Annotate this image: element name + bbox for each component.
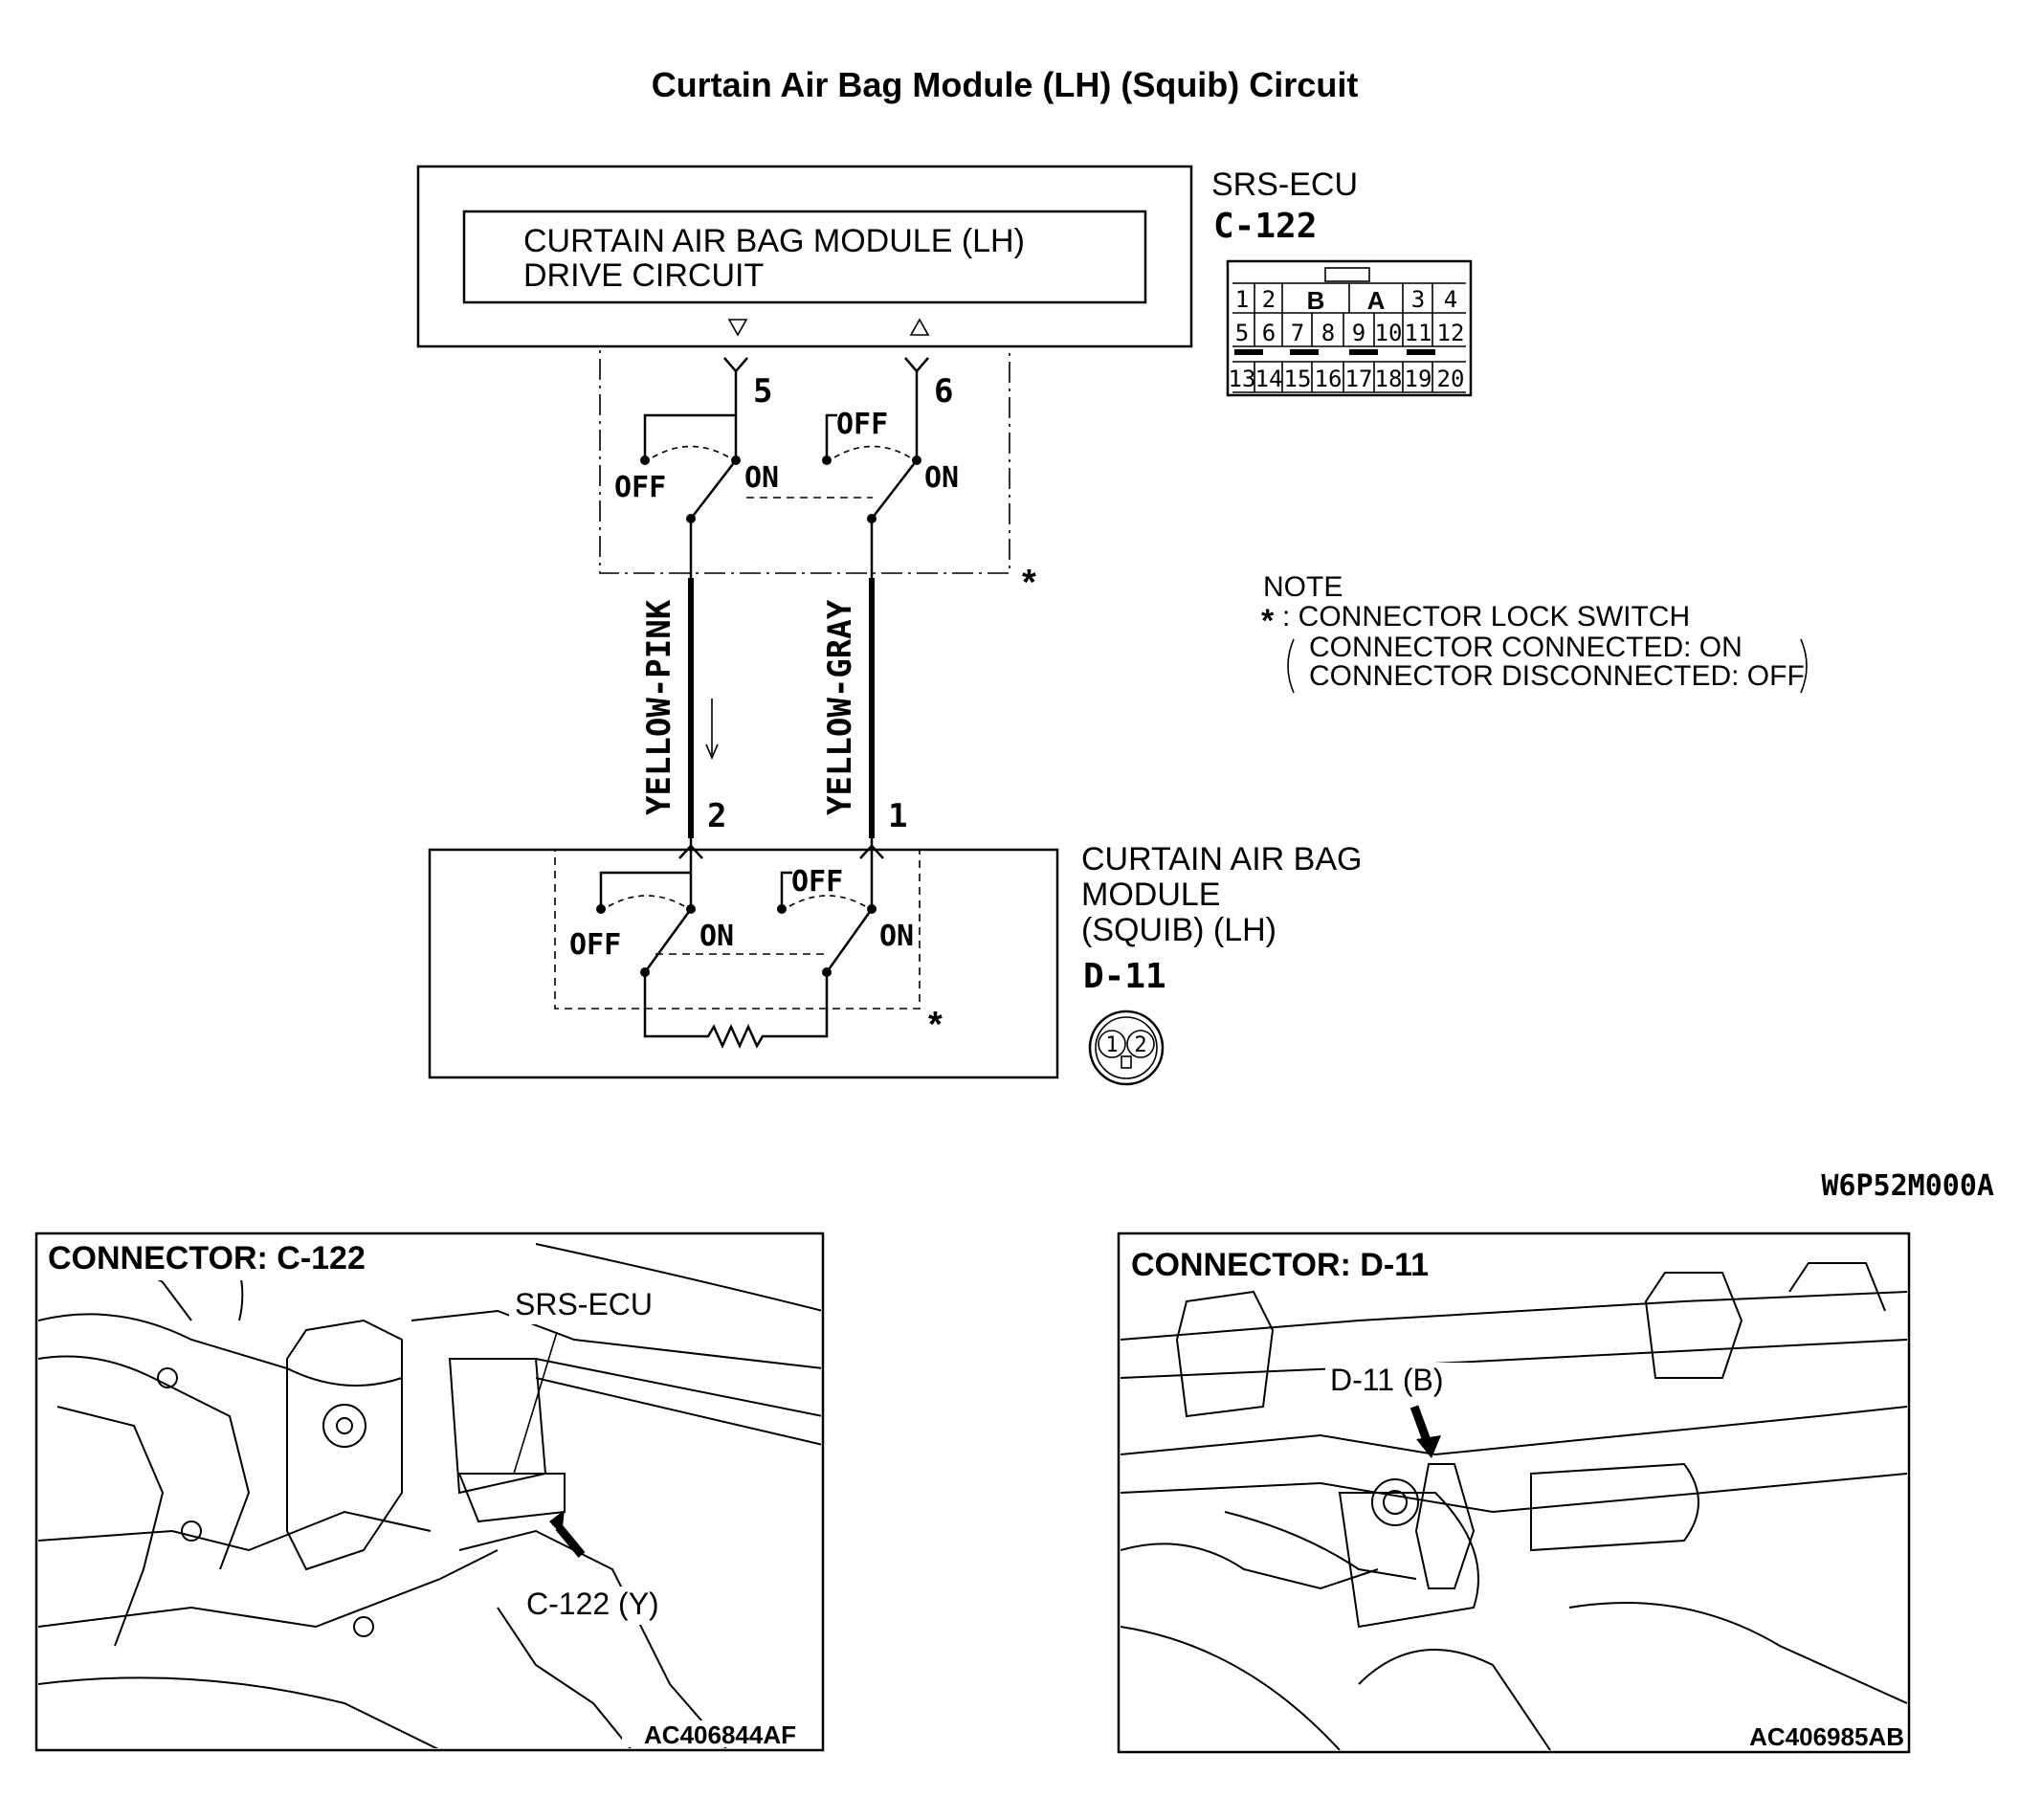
ecu-pin-7: 7	[1291, 320, 1304, 346]
module-switch-arc-left	[608, 895, 685, 907]
switch-bypass-right	[825, 413, 837, 460]
ecu-pin-1: 1	[1235, 286, 1249, 313]
ecu-pin-11: 11	[1405, 320, 1432, 346]
note-asterisk: *	[1261, 603, 1275, 639]
ecu-pin-14: 14	[1255, 366, 1283, 392]
ecu-pin-20: 20	[1437, 366, 1465, 392]
drive-circuit-box	[462, 210, 1147, 304]
module-switch-bypass-left	[599, 871, 691, 907]
pin-5-connector-icon	[723, 357, 748, 373]
ecu-pin-6-label: 6	[934, 372, 953, 411]
module-name-1: CURTAIN AIR BAG	[1081, 841, 1362, 877]
diagram-title: Curtain Air Bag Module (LH) (Squib) Circ…	[652, 65, 1359, 104]
module-switch-right-off: OFF	[791, 865, 843, 899]
ecu-pin-2: 2	[1262, 286, 1276, 313]
module-pin-2: 2	[1134, 1033, 1146, 1057]
module-name-2: MODULE	[1081, 877, 1220, 913]
photo-right-sketch	[1121, 1262, 1907, 1750]
note-bracket-left	[1287, 638, 1295, 694]
photo-left-frame	[34, 1232, 825, 1752]
ecu-pin-4: 4	[1444, 286, 1457, 313]
module-pin-2-label: 2	[707, 797, 726, 835]
ecu-pin-a: A	[1367, 286, 1386, 315]
ecu-pin-15: 15	[1284, 366, 1312, 392]
module-switch-left-on: ON	[699, 920, 734, 953]
module-switch-blade-right	[825, 908, 874, 973]
squib-resistor-icon	[643, 972, 829, 1050]
ecu-pin-9: 9	[1352, 320, 1365, 346]
ecu-pin-16: 16	[1315, 366, 1343, 392]
ecu-pin-18: 18	[1375, 366, 1403, 392]
ecu-switch-right-on: ON	[924, 461, 959, 495]
photo-right-connector-arrow-icon	[1410, 1405, 1432, 1445]
output-triangle-icon	[727, 319, 748, 337]
drive-circuit-label-1: CURTAIN AIR BAG MODULE (LH)	[523, 223, 1025, 259]
module-switch-bypass-right	[780, 871, 792, 909]
module-pin-1-label: 1	[888, 797, 907, 835]
ecu-name: SRS-ECU	[1211, 166, 1358, 203]
wire-label-left: YELLOW-PINK	[640, 599, 678, 815]
module-pin-1: 1	[1105, 1033, 1118, 1057]
ecu-switch-left-off: OFF	[614, 471, 666, 504]
note-line-3: CONNECTOR DISCONNECTED: OFF	[1309, 660, 1805, 692]
note-heading: NOTE	[1263, 571, 1343, 603]
photo-left-ecu-leader	[513, 1331, 558, 1475]
ecu-pin-8: 8	[1321, 320, 1335, 346]
ecu-connector-id: C-122	[1213, 207, 1317, 246]
drive-circuit-label-2: DRIVE CIRCUIT	[523, 257, 764, 294]
ecu-lock-switch-area	[599, 345, 1010, 574]
ecu-pin-13: 13	[1229, 366, 1256, 392]
switch-bypass-left	[643, 413, 736, 460]
module-connector-face	[1088, 1010, 1165, 1086]
note-line-1: : CONNECTOR LOCK SWITCH	[1282, 601, 1690, 633]
switch-blade-right	[871, 459, 918, 520]
ecu-switch-left-on: ON	[744, 461, 779, 495]
module-switch-right-on: ON	[879, 920, 914, 953]
ecu-pin-19: 19	[1405, 366, 1432, 392]
photo-right-frame	[1117, 1232, 1911, 1754]
ecu-pin-17: 17	[1345, 366, 1373, 392]
switch-arc-left	[652, 445, 730, 458]
ecu-connector-face	[1226, 259, 1473, 397]
switch-blade-left	[690, 459, 737, 520]
note-bracket-right	[1800, 638, 1808, 694]
photo-right-code: AC406985AB	[1749, 1722, 1904, 1751]
photo-left-connector-label: C-122 (Y)	[526, 1587, 659, 1621]
module-lock-asterisk: *	[928, 1005, 943, 1045]
module-box	[428, 848, 1059, 1079]
photo-left-sketch	[38, 1243, 821, 1748]
ecu-pin-5: 5	[1235, 320, 1249, 346]
module-connector-id: D-11	[1083, 957, 1166, 996]
input-triangle-icon	[909, 318, 930, 336]
photo-right-connector-label: D-11 (B)	[1330, 1363, 1444, 1397]
ecu-pin-6: 6	[1262, 320, 1276, 346]
module-lock-switch-area	[554, 849, 921, 1010]
ecu-pin-10: 10	[1375, 320, 1403, 346]
ecu-pin-5-label: 5	[753, 372, 772, 411]
wire-label-right: YELLOW-GRAY	[821, 599, 859, 815]
diagram-code: W6P52M000A	[1821, 1169, 1994, 1203]
photo-left-ecu-label: SRS-ECU	[515, 1287, 653, 1321]
ecu-pin-12: 12	[1437, 320, 1465, 346]
pin-6-connector-icon	[904, 357, 929, 373]
note-line-2: CONNECTOR CONNECTED: ON	[1309, 632, 1743, 663]
switch-arc-right	[833, 445, 911, 458]
ecu-pin-3: 3	[1411, 286, 1425, 313]
ecu-pin-b: B	[1307, 286, 1325, 315]
ecu-lock-asterisk: *	[1022, 563, 1036, 603]
module-switch-blade-left	[643, 908, 693, 973]
photo-left-code: AC406844AF	[644, 1720, 796, 1749]
module-name-3: (SQUIB) (LH)	[1081, 912, 1276, 948]
photo-left-heading: CONNECTOR: C-122	[48, 1240, 366, 1276]
module-switch-left-off: OFF	[569, 928, 621, 962]
ecu-switch-right-off: OFF	[836, 408, 888, 441]
photo-right-heading: CONNECTOR: D-11	[1131, 1247, 1429, 1283]
